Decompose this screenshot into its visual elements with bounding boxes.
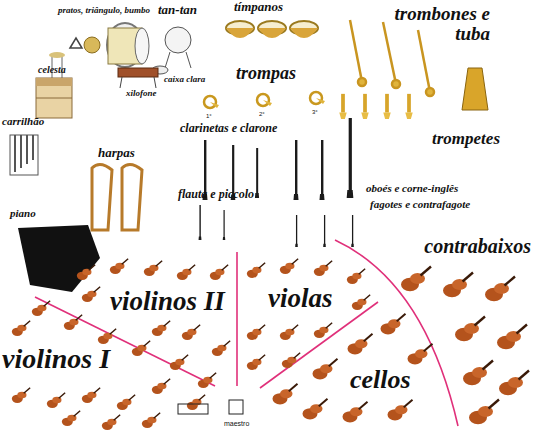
section-label: caixa clara: [164, 75, 205, 84]
conductor-box: [229, 400, 243, 414]
section-label: trompetes: [432, 130, 500, 148]
harps: [92, 164, 142, 230]
section-label: fagotes e contrafagote: [370, 199, 470, 211]
section-label: clarinetas e clarone: [180, 122, 277, 135]
section-label: tímpanos: [234, 0, 283, 14]
section-label: 3°: [312, 109, 318, 115]
section-label: violinos II: [110, 287, 225, 315]
woodwinds: [199, 118, 354, 247]
cellos: [273, 314, 433, 423]
section-label: maestro: [224, 420, 249, 427]
percussion: [10, 21, 318, 175]
double-basses: [401, 267, 529, 425]
section-label: contrabaixos: [424, 236, 531, 257]
podium: [178, 404, 208, 414]
section-label: carrilhão: [2, 116, 44, 128]
section-label: xilofone: [126, 89, 157, 98]
section-lines: [35, 240, 458, 426]
piano-drawing: [18, 225, 100, 292]
section-label: harpas: [98, 146, 135, 160]
section-label: celesta: [38, 65, 66, 76]
section-label: violas: [268, 284, 333, 312]
section-label: trombones e tuba: [372, 4, 490, 44]
section-label: flauta e piccolo: [178, 188, 254, 201]
section-label: 2°: [259, 111, 265, 117]
section-label: pratos, triângulo, bumbo: [58, 6, 150, 15]
section-label: violinos I: [2, 344, 110, 373]
section-label: piano: [10, 208, 36, 220]
section-label: tan-tan: [158, 3, 197, 17]
brass: [204, 20, 488, 119]
section-label: cellos: [350, 366, 411, 393]
section-label: oboés e corne-inglês: [366, 183, 458, 195]
section-label: 1°: [206, 113, 212, 119]
section-label: trompas: [236, 64, 296, 83]
